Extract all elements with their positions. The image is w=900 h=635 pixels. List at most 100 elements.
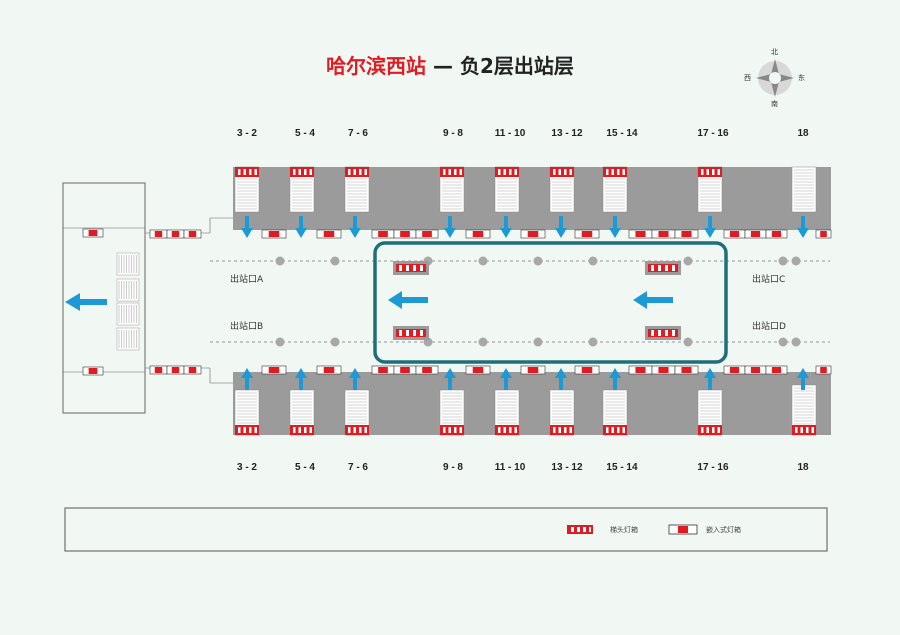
embedded-light-box	[261, 365, 287, 375]
escalator	[116, 278, 140, 302]
exit-d-label: 出站口D	[752, 322, 786, 332]
stairways	[234, 166, 817, 436]
escalator	[116, 302, 140, 326]
stairway	[602, 389, 628, 436]
stairway	[289, 389, 315, 436]
platform-label-top: 9 - 8	[442, 128, 463, 139]
embedded-light-box	[628, 365, 653, 375]
light-boxes	[82, 228, 832, 376]
left-arrow-icon	[633, 291, 673, 309]
up-arrow-icon	[704, 368, 716, 390]
stairway	[439, 389, 465, 436]
embedded-light-box	[744, 229, 767, 239]
platform-label-bottom: 18	[797, 462, 809, 473]
pillar	[791, 337, 801, 347]
embedded-light-box	[628, 229, 653, 239]
embedded-light-box	[183, 365, 202, 375]
platform-label-top: 11 - 10	[494, 128, 526, 139]
platform-label-top: 3 - 2	[236, 128, 257, 139]
stairway	[549, 389, 575, 436]
west-hall-outline	[62, 182, 146, 414]
stairway	[697, 389, 723, 436]
down-arrow-icon	[444, 216, 456, 238]
embedded-light-box	[166, 365, 185, 375]
embedded-light-box	[744, 365, 767, 375]
legend-swatch-embedded	[668, 524, 698, 535]
pillar	[683, 256, 693, 266]
map-title: 哈尔滨西站 — 负2层出站层	[0, 50, 900, 79]
platform-label-top: 15 - 14	[606, 128, 638, 139]
embedded-light-box	[415, 365, 439, 375]
pillars	[275, 256, 801, 347]
compass-icon	[756, 59, 794, 97]
south-platform-block	[233, 372, 831, 435]
embedded-light-box	[316, 229, 342, 239]
stairway	[289, 166, 315, 213]
pillar	[478, 256, 488, 266]
north-platform-block	[233, 167, 831, 230]
embedded-light-box	[723, 365, 746, 375]
embedded-light-box	[765, 365, 788, 375]
stairway	[234, 166, 260, 213]
embedded-light-box	[82, 366, 104, 376]
embedded-light-box	[465, 365, 491, 375]
stairway	[344, 166, 370, 213]
platform-label-bottom: 13 - 12	[551, 462, 583, 473]
down-arrow-icon	[500, 216, 512, 238]
embedded-light-box	[149, 365, 168, 375]
escalator	[116, 252, 140, 276]
platform-label-bottom: 7 - 6	[347, 462, 368, 473]
embedded-light-box	[465, 229, 491, 239]
platform-label-bottom: 15 - 14	[606, 462, 638, 473]
down-arrow-icon	[295, 216, 307, 238]
embedded-light-box	[765, 229, 788, 239]
embedded-light-box	[393, 365, 417, 375]
stairway	[791, 384, 817, 436]
floor-name: 负2层出站层	[460, 54, 574, 78]
title-separator: —	[426, 54, 460, 78]
platform-label-bottom: 5 - 4	[294, 462, 315, 473]
compass-east: 东	[798, 74, 805, 82]
embedded-light-box	[674, 365, 699, 375]
embedded-light-box	[723, 229, 746, 239]
legend-label-2: 嵌入式灯箱	[706, 526, 741, 534]
stairway	[791, 166, 817, 213]
pillar	[275, 256, 285, 266]
down-arrow-icon	[797, 216, 809, 238]
exit-c-label: 出站口C	[752, 275, 786, 285]
west-escalators	[116, 252, 140, 351]
up-arrow-icon	[555, 368, 567, 390]
exit-b-label: 出站口B	[230, 322, 264, 332]
compass-south: 南	[771, 100, 778, 108]
up-arrow-icon	[500, 368, 512, 390]
stairway	[439, 166, 465, 213]
left-arrow-icon	[65, 293, 107, 311]
pillar	[588, 337, 598, 347]
up-arrow-icon	[797, 368, 809, 390]
embedded-light-box	[316, 365, 342, 375]
embedded-light-box	[815, 229, 832, 239]
highlight-area	[373, 241, 728, 364]
central-light-box	[645, 261, 681, 275]
platform-label-top: 13 - 12	[551, 128, 583, 139]
platform-label-top: 17 - 16	[697, 128, 729, 139]
platform-label-bottom: 11 - 10	[494, 462, 526, 473]
up-arrow-icon	[349, 368, 361, 390]
embedded-light-box	[674, 229, 699, 239]
flow-arrows	[241, 216, 809, 390]
embedded-light-box	[82, 228, 104, 238]
stairway	[549, 166, 575, 213]
embedded-light-box	[651, 365, 676, 375]
compass-west: 西	[744, 74, 751, 82]
stairway	[234, 389, 260, 436]
stairway	[494, 389, 520, 436]
down-arrow-icon	[555, 216, 567, 238]
pillar	[683, 337, 693, 347]
central-light-boxes	[393, 261, 681, 340]
embedded-light-box	[149, 229, 168, 239]
embedded-light-box	[183, 229, 202, 239]
pillar	[330, 337, 340, 347]
embedded-light-box	[651, 229, 676, 239]
embedded-light-box	[574, 229, 600, 239]
